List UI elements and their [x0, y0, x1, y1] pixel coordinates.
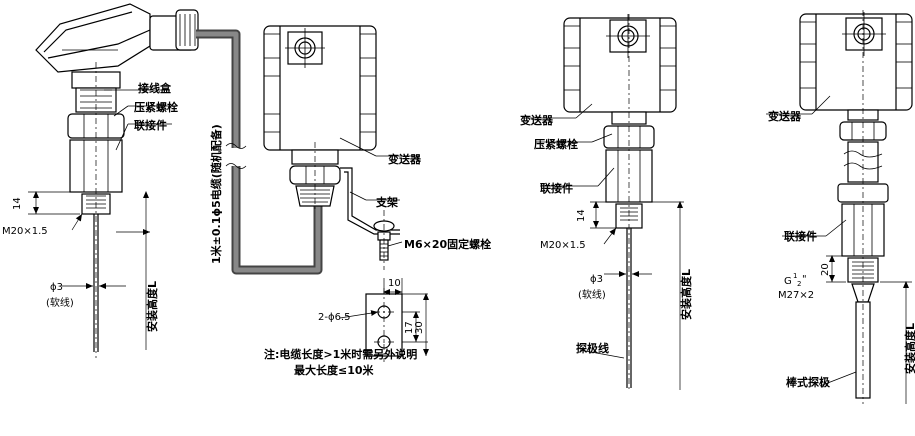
label-bracket: 支架 [375, 195, 398, 209]
label-hole-spec: 2-ϕ6.5 [318, 312, 350, 323]
label-compression-bolt-3: 压紧螺栓 [534, 137, 578, 151]
junction-box [35, 3, 199, 73]
label-dim-14-3: 14 [576, 209, 587, 222]
label-soft-wire: (软线) [46, 296, 74, 309]
label-dim-14: 14 [12, 197, 23, 210]
label-connector-3: 联接件 [540, 181, 573, 195]
label-soft-wire-3: (软线) [578, 288, 606, 301]
labels: 接线盒 压紧螺栓 联接件 M20×1.5 14 ϕ3 (软线) 安装高度L 1米… [2, 81, 915, 389]
label-dim-10: 10 [388, 278, 401, 289]
label-bolt-m6: M6×20固定螺栓 [404, 237, 491, 251]
label-dim-30: 30 [414, 321, 425, 334]
figure-rod-probe-transmitter [766, 10, 913, 404]
transmitter-housing [263, 25, 377, 151]
label-g-thread-sup: 1 [793, 272, 797, 280]
label-junction-box: 接线盒 [138, 81, 172, 95]
label-install-height-3: 安装高度L [679, 269, 693, 320]
transmitter-housing-3 [563, 14, 677, 113]
label-cable-note: 1米±0.1ϕ5电缆(随机配备) [209, 124, 223, 264]
figure-wire-probe-transmitter [522, 14, 684, 392]
label-phi3-3: ϕ3 [590, 274, 603, 285]
label-install-height: 安装高度L [145, 281, 159, 332]
label-note-2: 最大长度≤10米 [294, 363, 375, 377]
label-rod-probe: 棒式探极 [786, 375, 831, 389]
label-thread-m20-3: M20×1.5 [540, 240, 586, 251]
label-dim-20: 20 [820, 263, 831, 276]
label-dim-17: 17 [404, 321, 415, 334]
figure-junction-box-sensor [28, 3, 199, 358]
label-phi3: ϕ3 [50, 282, 63, 293]
label-transmitter-4: 变送器 [768, 109, 802, 123]
label-compression-bolt: 压紧螺栓 [134, 100, 178, 114]
cable-gland [289, 165, 341, 207]
label-install-height-4: 安装高度L [903, 323, 915, 374]
transmitter-housing-4 [799, 12, 913, 111]
label-note-1: 注:电缆长度>1米时需另外说明 [264, 347, 417, 361]
label-transmitter: 变送器 [388, 152, 422, 166]
label-g-thread-mark: " [802, 274, 807, 285]
label-connector-4: 联接件 [784, 229, 817, 243]
label-thread-m20: M20×1.5 [2, 226, 48, 237]
label-probe-wire: 探极线 [576, 341, 609, 355]
label-connector: 联接件 [134, 118, 167, 132]
label-g-thread: G [784, 276, 792, 287]
label-transmitter-3: 变送器 [520, 113, 554, 127]
figure-remote-transmitter [196, 25, 429, 362]
label-m27: M27×2 [778, 290, 814, 301]
label-g-thread-sub: 2 [797, 280, 801, 288]
